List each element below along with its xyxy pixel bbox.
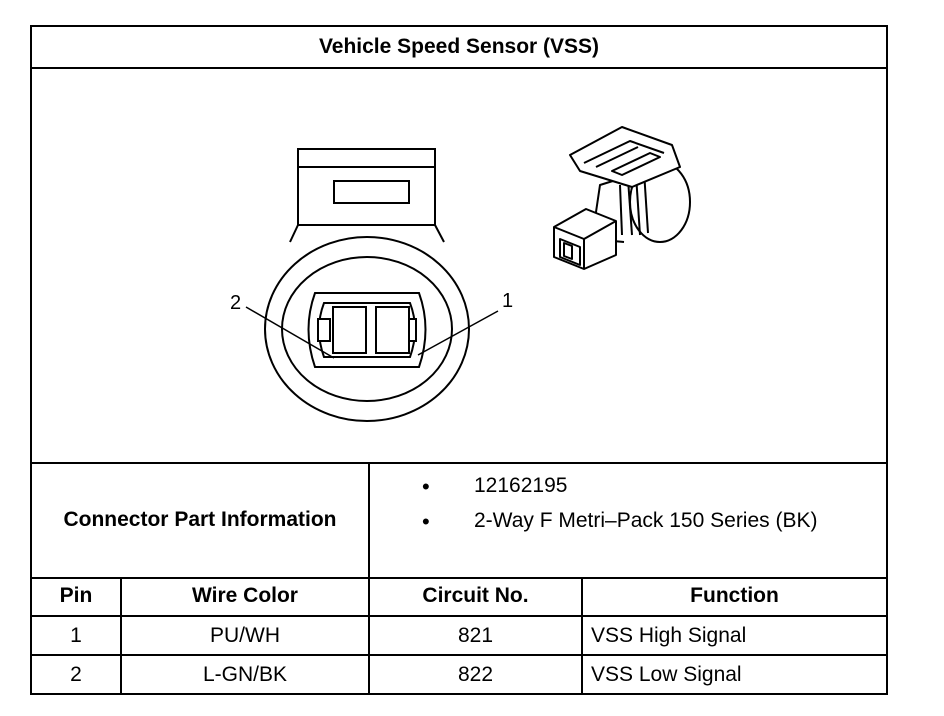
row-1-wire-color: PU/WH (210, 623, 280, 647)
pin-1-callout: 1 (502, 290, 513, 312)
row-2-wire-color: L-GN/BK (202, 662, 288, 686)
column-divider (581, 577, 583, 693)
table-divider (32, 654, 886, 656)
column-divider (368, 577, 370, 693)
bullet-icon: • (422, 509, 430, 534)
connector-description: 2-Way F Metri–Pack 150 Series (BK) (474, 509, 818, 532)
connector-part-info-list: • 12162195 • 2-Way F Metri–Pack 150 Seri… (370, 462, 886, 577)
row-2-pin: 2 (70, 662, 82, 686)
pin-2-cavity (332, 306, 367, 354)
table-divider (32, 615, 886, 617)
connector-sheet: Vehicle Speed Sensor (VSS) (30, 25, 888, 695)
header-function: Function (690, 584, 779, 607)
pin-2-leader (245, 306, 335, 359)
row-1-function: VSS High Signal (591, 623, 747, 647)
pin-2-callout: 2 (230, 292, 241, 314)
connector-face-view (245, 148, 499, 422)
row-2-circuit: 822 (457, 662, 494, 686)
connector-part-info-row: Connector Part Information • 12162195 • … (32, 462, 886, 579)
row-2-function: VSS Low Signal (591, 662, 742, 686)
pin-1-cavity (375, 306, 410, 354)
row-1-circuit: 821 (457, 623, 494, 647)
connector-isometric-icon (553, 126, 691, 270)
header-pin: Pin (59, 584, 93, 607)
row-1-pin: 1 (70, 623, 82, 647)
bullet-icon: • (422, 474, 430, 499)
header-wire-color: Wire Color (192, 584, 298, 607)
connector-face-drawing: 2 1 (230, 126, 691, 422)
sheet-title: Vehicle Speed Sensor (VSS) (32, 27, 886, 69)
pin-1-leader (417, 310, 499, 356)
column-divider (120, 577, 122, 693)
part-number: 12162195 (474, 474, 568, 497)
connector-part-info-label: Connector Part Information (32, 462, 370, 577)
connector-diagram: 2 1 (32, 67, 886, 464)
header-circuit-no: Circuit No. (422, 584, 529, 607)
pin-table: Pin Wire Color Circuit No. Function 1 PU… (32, 577, 886, 693)
